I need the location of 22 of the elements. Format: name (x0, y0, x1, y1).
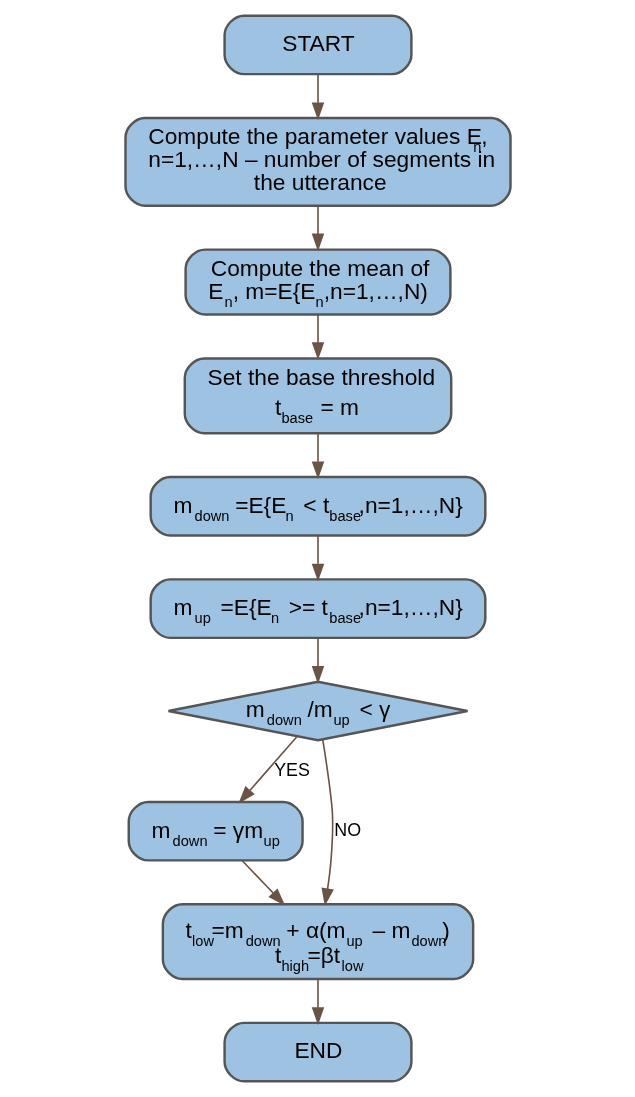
node-diamond: m$_{down}$ /m$_{up}$ < γ (166, 680, 469, 742)
node-box: t$_{low}$=m$_{down}$ + α(m$_{up}$ – m$_{down}$) t$_{high}$=βt$_{low}$ (161, 903, 474, 981)
arrow (237, 735, 298, 804)
edge-label: YES (273, 759, 310, 780)
node-box: m$_{down}$ = γm$_{up}$ (127, 800, 304, 862)
node-box: END (222, 1021, 413, 1083)
arrow (311, 314, 324, 361)
node-box: Compute the parameter values E$_{n}$, n=1,…,N – number of segments in the utterance (123, 116, 512, 207)
node-box: Set the base threshold t$_{base}$ = m (183, 357, 452, 435)
arrow (311, 535, 324, 582)
node-box: m$_{down}$ =E{E$_{n}$ < t$_{base}$,n=1,…,N} (148, 475, 487, 537)
arrow (311, 432, 324, 480)
arrow (311, 637, 324, 684)
arrow (241, 860, 285, 906)
node-box: Compute the mean of E$_{n}$, m=E{E$_{n}$,n=1,…,N) (183, 248, 452, 316)
node-box: START (222, 14, 413, 76)
arrow (311, 205, 324, 252)
arrow (311, 73, 324, 121)
edge-label: NO (333, 819, 361, 840)
arrow (311, 978, 324, 1026)
node-box: m$_{up}$ =E{E$_{n}$ >= t$_{base}$,n=1,…,N} (148, 578, 487, 640)
arrow (321, 738, 334, 907)
